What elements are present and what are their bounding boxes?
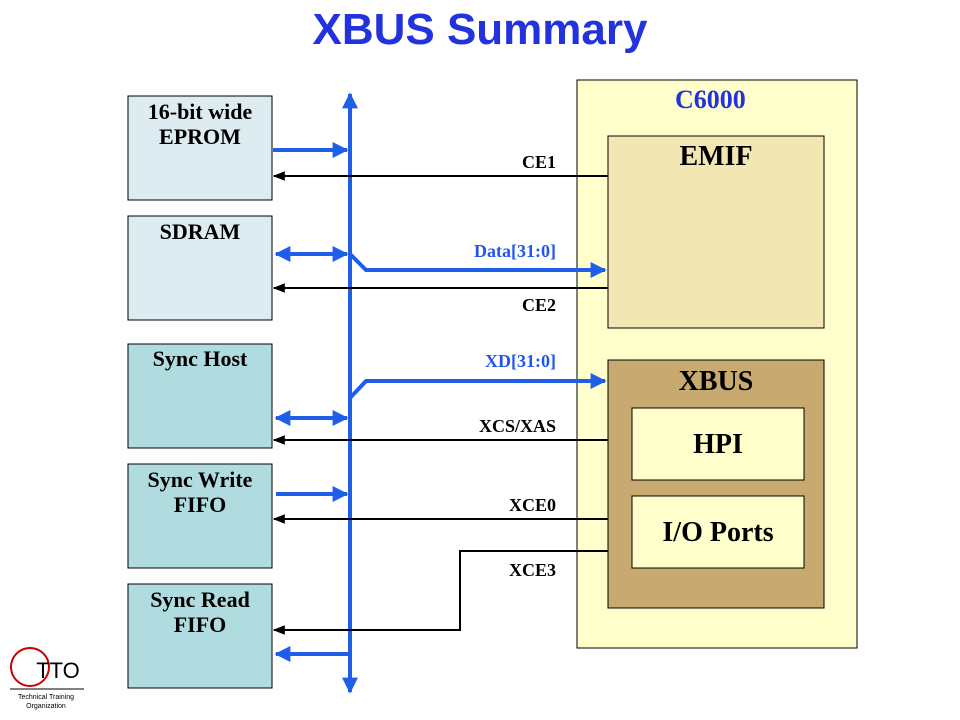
xce0-label: XCE0 [509,495,556,515]
emif-block [607,135,825,329]
c6000-label: C6000 [675,85,746,114]
ce2-label: CE2 [522,295,556,315]
xce3-label: XCE3 [509,560,556,580]
data-bus-label: Data[31:0] [474,241,556,261]
tto-logo: TTO Technical Training Organization [10,647,84,710]
logo-line2: Organization [26,703,66,710]
eprom-box [127,95,273,201]
hpi-label: HPI [693,429,743,460]
logo-line1: Technical Training [18,694,74,701]
logo-ring-icon [10,647,50,687]
logo-letters: TTO [36,658,80,683]
xd-bus-to-xbus [348,373,607,400]
eprom-label-line2: EPROM [159,124,241,149]
xbus-block [607,359,825,609]
sync-host-box [127,343,273,449]
hpi-block [631,407,805,481]
page-title: XBUS Summary [312,5,648,54]
io-ports-block [631,495,805,569]
sdram-box [127,215,273,321]
sync-host-label: Sync Host [153,346,248,371]
xbus-label: XBUS [679,366,754,397]
sync-write-fifo-label-line1: Sync Write [148,467,253,492]
emif-label: EMIF [679,141,752,172]
data-bus-to-emif [348,252,607,278]
sync-read-fifo-label-line1: Sync Read [150,587,250,612]
xcs-xas-label: XCS/XAS [479,416,556,436]
xd-bus-label: XD[31:0] [485,351,556,371]
sync-write-fifo-box [127,463,273,569]
sync-read-fifo-box [127,583,273,689]
xce3-line [272,550,608,635]
io-ports-label: I/O Ports [662,517,773,548]
sync-read-fifo-label-line2: FIFO [174,612,227,637]
ce1-label: CE1 [522,152,556,172]
sdram-label: SDRAM [160,219,241,244]
sync-write-fifo-label-line2: FIFO [174,492,227,517]
eprom-label-line1: 16-bit wide [148,99,253,124]
